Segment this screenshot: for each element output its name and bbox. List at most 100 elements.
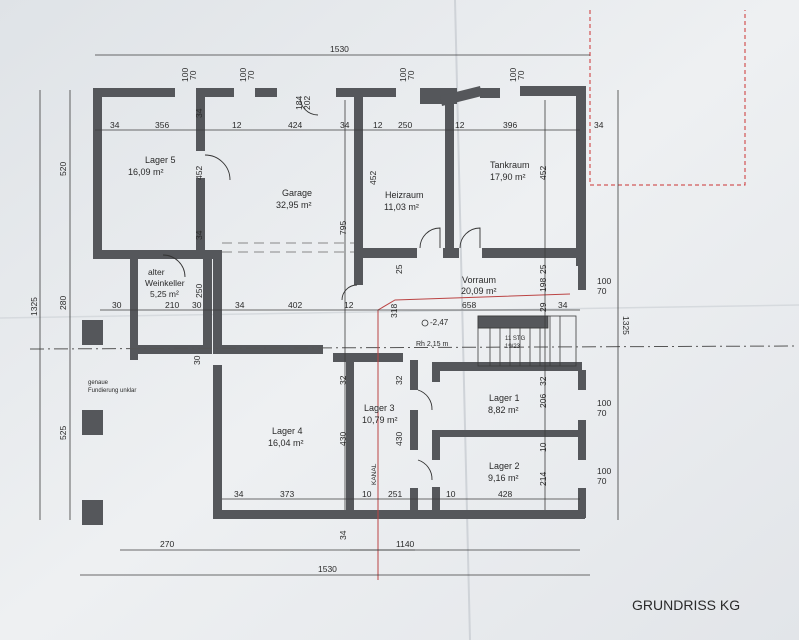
dim-window: 184 — [294, 96, 304, 110]
room-area-lager2: 9,16 m² — [488, 473, 519, 483]
kanal-line — [377, 293, 571, 580]
dimension-lines — [39, 54, 619, 576]
dim-row1: 356 — [155, 120, 169, 130]
dim-window: 100 — [508, 68, 518, 82]
dim-row2: 402 — [288, 300, 302, 310]
room-area-garage: 32,95 m² — [276, 200, 312, 210]
dim-vertical: 430 — [338, 432, 348, 446]
dim-row1: 34 — [110, 120, 120, 130]
dim-vertical: 430 — [394, 432, 404, 446]
dim-left-520: 520 — [58, 162, 68, 176]
dim-vertical: 25 — [394, 264, 404, 274]
dim-row2: 34 — [235, 300, 245, 310]
room-name-garage: Garage — [282, 188, 312, 198]
dim-vertical: 452 — [194, 166, 204, 180]
room-name-heizraum: Heizraum — [385, 190, 424, 200]
level-marker: -2,47 — [430, 318, 449, 327]
room-area-vorraum: 20,09 m² — [461, 286, 497, 296]
stair-label-2: 19/23 — [505, 344, 521, 350]
dim-row3: 34 — [234, 489, 244, 499]
dim-bottom-270: 270 — [160, 539, 174, 549]
room-area-lager5: 16,09 m² — [128, 167, 164, 177]
dim-bottom-1140: 1140 — [396, 539, 415, 549]
dim-window: 100 — [597, 276, 611, 286]
dim-window: 100 — [180, 68, 190, 82]
dim-row2: 318 — [389, 304, 399, 318]
dim-row1: 396 — [503, 120, 517, 130]
dim-row1: 250 — [398, 120, 412, 130]
paper-fold — [454, 0, 471, 640]
rh-marker: Rh 2,15 m — [416, 341, 448, 348]
room-name-tankraum: Tankraum — [490, 160, 530, 170]
dim-vertical: 25 — [538, 264, 548, 274]
dim-right-1325: 1325 — [621, 316, 631, 335]
dim-window: 70 — [516, 70, 526, 80]
room-area-lager4: 16,04 m² — [268, 438, 304, 448]
dim-vertical: 214 — [538, 472, 548, 486]
dim-row1: 12 — [373, 120, 383, 130]
dim-row2: 12 — [344, 300, 354, 310]
annotations: genaue Fundierung unklar KANAL -2,47 Rh … — [88, 318, 526, 485]
dim-vertical: 32 — [538, 376, 548, 386]
level-marker-icon — [421, 319, 429, 327]
dim-vertical: 32 — [394, 375, 404, 385]
room-name-lager4: Lager 4 — [272, 426, 303, 436]
dim-vertical: 34 — [194, 230, 204, 240]
dim-vertical: 30 — [192, 355, 202, 365]
garage-dash — [222, 242, 354, 253]
dim-top-total: 1530 — [330, 44, 349, 54]
dim-row2: 30 — [112, 300, 122, 310]
dim-vertical: 452 — [368, 171, 378, 185]
dim-vertical: 198 — [538, 278, 548, 292]
dimension-texts: 1530 1530 1140 270 1325 1325 520 280 525… — [29, 44, 631, 574]
walls — [82, 86, 586, 525]
dim-window: 70 — [597, 476, 607, 486]
room-name-lager1: Lager 1 — [489, 393, 520, 403]
room-name-vorraum: Vorraum — [462, 275, 496, 285]
dim-row2: 658 — [462, 300, 476, 310]
dim-row3: 428 — [498, 489, 512, 499]
dim-row3: 251 — [388, 489, 402, 499]
dim-row1: 12 — [455, 120, 465, 130]
door-swings — [162, 96, 481, 481]
dim-window: 70 — [406, 70, 416, 80]
dim-left-280: 280 — [58, 296, 68, 310]
section-line — [29, 345, 796, 350]
dashed-outline — [589, 10, 746, 186]
sheet-title: GRUNDRISS KG — [632, 597, 740, 613]
stair-label: 11 STG — [505, 336, 526, 342]
room-name-weinkeller-l2: Weinkeller — [145, 278, 185, 288]
dim-left-1325: 1325 — [29, 297, 39, 316]
dim-vertical: 206 — [538, 394, 548, 408]
dim-row3: 10 — [446, 489, 456, 499]
dim-row3: 10 — [362, 489, 372, 499]
room-area-weinkeller: 5,25 m² — [150, 289, 179, 299]
dim-bottom-total: 1530 — [318, 564, 337, 574]
dim-window: 100 — [597, 398, 611, 408]
dim-row2: 30 — [192, 300, 202, 310]
dim-vertical: 795 — [338, 221, 348, 235]
dim-window: 70 — [597, 286, 607, 296]
dim-row2: 29 — [538, 302, 548, 312]
dim-window: 202 — [302, 96, 312, 110]
room-name-weinkeller-l1: alter — [148, 267, 165, 277]
dim-row2: 34 — [558, 300, 568, 310]
dim-row1: 424 — [288, 120, 302, 130]
room-area-tankraum: 17,90 m² — [490, 172, 526, 182]
dim-window: 70 — [597, 408, 607, 418]
fundierung-note-l2: Fundierung unklar — [88, 388, 136, 394]
dim-row3: 373 — [280, 489, 294, 499]
room-area-heizraum: 11,03 m² — [384, 202, 419, 212]
fundierung-note-l1: genaue — [88, 380, 109, 386]
room-name-lager3: Lager 3 — [364, 403, 395, 413]
room-name-lager5: Lager 5 — [145, 155, 176, 165]
dim-vertical: 34 — [338, 530, 348, 540]
dim-vertical: 10 — [538, 442, 548, 452]
room-labels: Lager 5 16,09 m² Garage 32,95 m² Heizrau… — [128, 155, 530, 483]
dim-row1: 34 — [594, 120, 604, 130]
dim-window: 100 — [238, 68, 248, 82]
staircase — [477, 315, 577, 367]
dim-window: 70 — [188, 70, 198, 80]
dim-window: 100 — [597, 466, 611, 476]
